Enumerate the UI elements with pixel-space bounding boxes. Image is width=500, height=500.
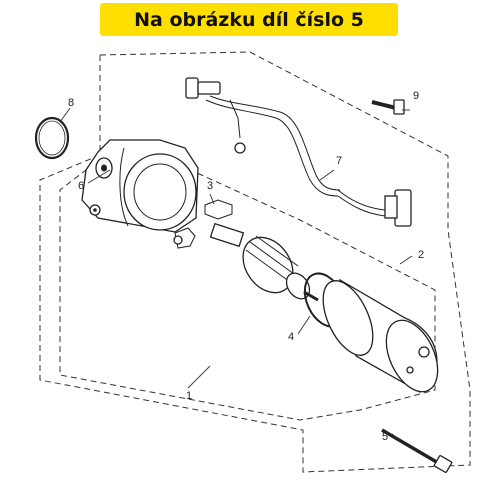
bolt-part — [371, 99, 405, 115]
front-cover-part — [81, 139, 199, 233]
callout-4: 4 — [288, 331, 294, 343]
callout-6: 6 — [78, 180, 84, 192]
brush-holder-part — [173, 199, 233, 249]
o-ring-part — [34, 116, 70, 160]
callout-8: 8 — [68, 97, 74, 109]
callout-5: 5 — [382, 431, 388, 443]
callout-2: 2 — [418, 249, 424, 261]
yoke-housing-part — [322, 278, 439, 393]
callout-labels: 1 2 3 4 5 6 7 8 9 — [68, 90, 424, 443]
highlight-banner: Na obrázku díl číslo 5 — [100, 3, 398, 36]
callout-3: 3 — [207, 180, 213, 192]
armature-part — [209, 222, 319, 302]
wire-lead-part — [185, 77, 412, 227]
through-bolt-part — [381, 428, 453, 473]
leader-lines — [59, 107, 413, 441]
callout-9: 9 — [413, 90, 419, 102]
callout-1: 1 — [186, 390, 192, 402]
assembly-outline — [39, 51, 471, 473]
callout-7: 7 — [336, 155, 342, 167]
